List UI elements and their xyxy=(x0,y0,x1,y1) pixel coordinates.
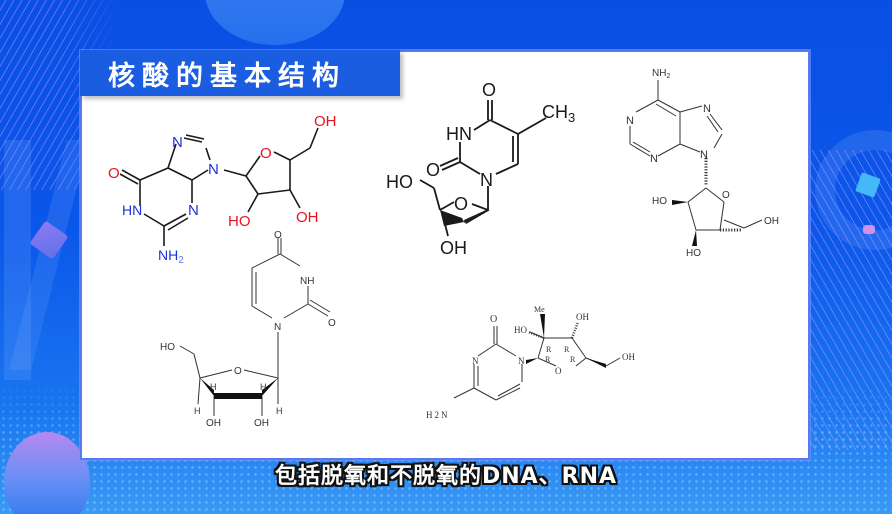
atom-label: HO xyxy=(652,196,667,207)
atom-label: O xyxy=(274,230,282,241)
thymidine-structure: O CH3 HN O N HO O OH xyxy=(382,70,582,260)
decorative-stripes-right xyxy=(808,150,892,450)
atom-label: O xyxy=(260,145,272,162)
atom-label: OH xyxy=(440,238,467,258)
atom-label: N xyxy=(703,103,711,115)
atom-label: OH xyxy=(254,418,269,429)
atom-label: N xyxy=(172,134,183,151)
atom-label: OH xyxy=(206,418,221,429)
atom-label: NH2 xyxy=(158,247,184,266)
decorative-circle-bottom xyxy=(4,432,90,514)
atom-label: OH xyxy=(576,312,589,322)
slide-title: 核酸的基本结构 xyxy=(108,60,346,92)
atom-label: CH3 xyxy=(542,102,575,125)
atom-label: OH xyxy=(296,209,319,226)
atom-label: O xyxy=(454,194,468,214)
stereo-label: R xyxy=(570,355,576,364)
atom-label: H xyxy=(260,382,267,392)
atom-label: HN xyxy=(446,124,472,144)
decorative-letter-shape xyxy=(4,140,31,380)
guanosine-structure: O N N HN N NH2 O OH HO OH xyxy=(100,108,350,268)
atom-label: HO xyxy=(386,172,413,192)
uridine-structure: O NH O N HO O H H H H OH OH xyxy=(152,228,372,429)
atom-label: OH xyxy=(622,352,635,362)
stereo-label: R xyxy=(545,355,551,364)
atom-label: HO xyxy=(686,248,701,259)
atom-label: H xyxy=(194,406,201,416)
atom-label: N xyxy=(518,356,525,366)
atom-label: N xyxy=(472,356,479,366)
atom-label: O xyxy=(482,80,496,100)
decorative-circle-top xyxy=(205,0,345,45)
stereo-label: R xyxy=(546,345,552,354)
atom-label: O xyxy=(722,190,730,201)
stereo-label: R xyxy=(564,345,570,354)
content-panel xyxy=(80,50,810,460)
atom-label: NH2 xyxy=(652,68,670,80)
atom-label: N xyxy=(188,202,199,219)
atom-label: N xyxy=(208,161,219,178)
atom-label: N xyxy=(650,153,658,165)
atom-label: H xyxy=(210,382,217,392)
atom-label: H xyxy=(276,406,283,416)
atom-label: N xyxy=(700,149,708,161)
atom-label: N xyxy=(626,115,634,127)
atom-label: H2N xyxy=(426,410,450,420)
methylcytidine-structure: O N N H2N Me HO OH OH O R R R R xyxy=(420,300,670,430)
atom-label: O xyxy=(555,366,562,376)
atom-label: Me xyxy=(534,305,545,314)
atom-label: HO xyxy=(228,213,251,230)
atom-label: O xyxy=(426,160,440,180)
atom-label: NH xyxy=(300,276,314,287)
atom-label: HN xyxy=(122,202,142,218)
atom-label: OH xyxy=(314,113,337,130)
atom-label: O xyxy=(328,318,336,329)
atom-label: O xyxy=(234,366,242,377)
atom-label: O xyxy=(490,314,497,325)
atom-label: HO xyxy=(160,342,175,353)
atom-label: O xyxy=(108,165,120,182)
adenosine-structure: NH2 N N N N O HO HO OH xyxy=(600,62,800,262)
decorative-gem-icon xyxy=(863,225,875,234)
atom-label: OH xyxy=(764,216,779,227)
subtitle-caption: 包括脱氧和不脱氧的DNA、RNA xyxy=(274,464,618,489)
atom-label: N xyxy=(274,322,281,333)
title-banner: 核酸的基本结构 xyxy=(80,50,400,96)
atom-label: HO xyxy=(514,325,527,335)
atom-label: N xyxy=(480,170,493,190)
